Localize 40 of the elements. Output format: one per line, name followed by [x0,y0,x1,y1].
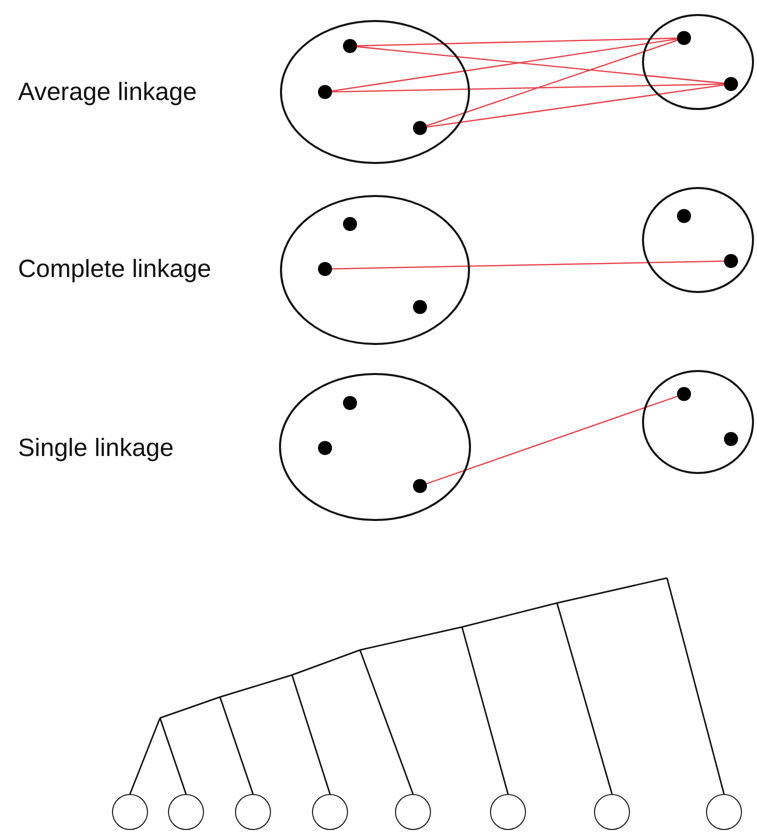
data-point-dot [677,31,691,45]
data-point-dot [677,209,691,223]
data-point-dot [318,441,332,455]
data-point-dot [413,479,427,493]
cluster-ellipse [642,370,754,474]
cluster-ellipse [280,195,470,345]
leaf-circle [594,794,630,830]
connecting-line [356,46,724,84]
data-point-dot [343,396,357,410]
leaf-circle [490,794,526,830]
data-point-dot [724,77,738,91]
leaf-circle [168,794,204,830]
connecting-line [332,38,678,92]
cluster-ellipse [642,187,754,293]
connecting-line [332,260,724,270]
connecting-line [426,40,678,126]
data-point-dot [343,39,357,53]
connecting-line [426,396,678,484]
cluster-ellipse [280,20,470,164]
leaf-circle [706,794,742,830]
data-point-dot [318,85,332,99]
connecting-line [332,84,724,92]
row-label: Complete linkage [18,254,212,284]
connecting-line [356,38,678,46]
data-point-dot [724,254,738,268]
leaf-circle [235,794,271,830]
data-point-dot [318,262,332,276]
data-point-dot [724,432,738,446]
cluster-ellipse [279,373,471,521]
row-label: Single linkage [18,433,174,463]
row-label: Average linkage [18,77,197,107]
leaf-circle [112,794,148,830]
data-point-dot [343,217,357,231]
leaf-circle [395,794,431,830]
leaf-circle [312,794,348,830]
connecting-line [426,84,724,128]
cluster-ellipse [642,14,754,110]
data-point-dot [677,387,691,401]
data-point-dot [413,300,427,314]
data-point-dot [413,121,427,135]
